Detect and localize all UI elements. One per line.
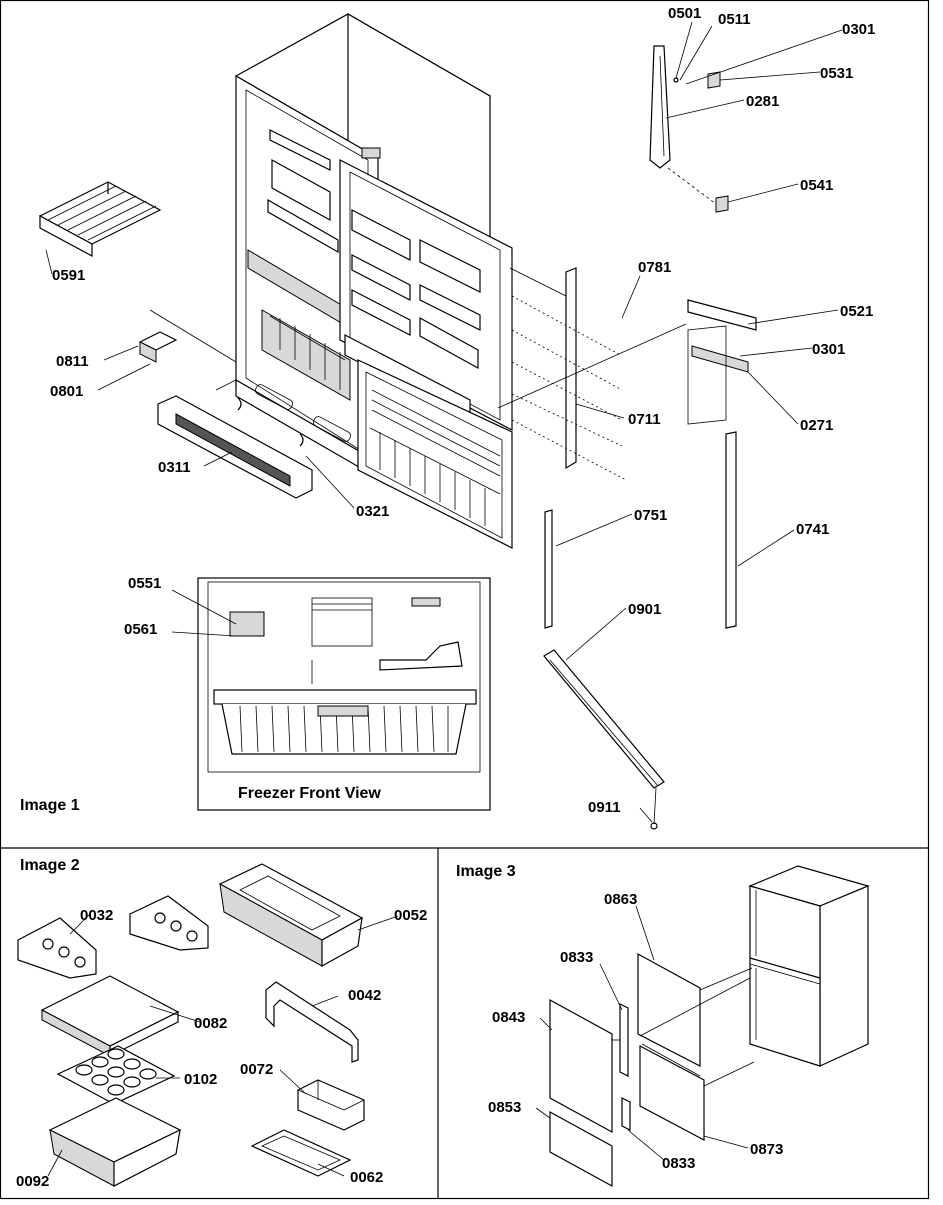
part-label: 0301 xyxy=(812,341,845,358)
part-label: 0501 xyxy=(668,5,701,22)
hinge-bracket-part xyxy=(649,45,729,213)
part-label: 0311 xyxy=(158,459,191,476)
image1-caption: Image 1 xyxy=(20,797,80,814)
part-label: 0062 xyxy=(350,1169,383,1186)
part-label: 0853 xyxy=(488,1099,521,1116)
image2-parts xyxy=(17,863,365,1187)
part-label: 0561 xyxy=(124,621,157,638)
part-label: 0281 xyxy=(746,93,779,110)
part-label: 0801 xyxy=(50,383,83,400)
part-label: 0781 xyxy=(638,259,671,276)
part-label: 0741 xyxy=(796,521,829,538)
part-label: 0321 xyxy=(356,503,389,520)
part-label: 0511 xyxy=(718,11,751,28)
freezer-drawer-ribs xyxy=(369,389,501,526)
front-grille-part xyxy=(157,379,313,499)
part-label: 0901 xyxy=(628,601,661,618)
freezer-front-view xyxy=(197,577,491,811)
part-label: 0811 xyxy=(56,353,89,370)
image2-caption: Image 2 xyxy=(20,857,80,874)
basket-ribs xyxy=(239,705,449,753)
part-label: 0521 xyxy=(840,303,873,320)
part-label: 0541 xyxy=(800,177,833,194)
refrigerator-doors xyxy=(339,147,513,549)
part-label: 0873 xyxy=(750,1141,783,1158)
part-label: 0711 xyxy=(628,411,661,428)
freezer-front-view-caption: Freezer Front View xyxy=(238,785,381,802)
leader-lines xyxy=(45,21,843,823)
part-label: 0082 xyxy=(194,1015,227,1032)
image2-leader-lines xyxy=(47,913,399,1177)
part-label: 0531 xyxy=(820,65,853,82)
part-label: 0833 xyxy=(662,1155,695,1172)
part-label: 0911 xyxy=(588,799,621,816)
part-label: 0032 xyxy=(80,907,113,924)
part-labels: 0501 0511 0301 0531 0281 0541 0591 0781 … xyxy=(16,5,875,1190)
part-label: 0052 xyxy=(394,907,427,924)
part-label: 0843 xyxy=(492,1009,525,1026)
part-label: 0751 xyxy=(634,507,667,524)
image3-caption: Image 3 xyxy=(456,863,516,880)
part-label: 0102 xyxy=(184,1071,217,1088)
door-trim-strips xyxy=(497,267,757,629)
part-label: 0271 xyxy=(800,417,833,434)
part-label: 0863 xyxy=(604,891,637,908)
image3-parts xyxy=(549,865,870,1188)
image3-leader-lines xyxy=(535,905,749,1161)
clip-part xyxy=(138,309,237,363)
freezer-rail-part xyxy=(543,649,665,830)
part-label: 0551 xyxy=(128,575,161,592)
part-label: 0042 xyxy=(348,987,381,1004)
part-label: 0092 xyxy=(16,1173,49,1190)
egg-cups xyxy=(75,1048,157,1096)
part-label: 0072 xyxy=(240,1061,273,1078)
part-label: 0591 xyxy=(52,267,85,284)
wire-shelf-part xyxy=(38,181,162,258)
part-label: 0833 xyxy=(560,949,593,966)
part-label: 0301 xyxy=(842,21,875,38)
